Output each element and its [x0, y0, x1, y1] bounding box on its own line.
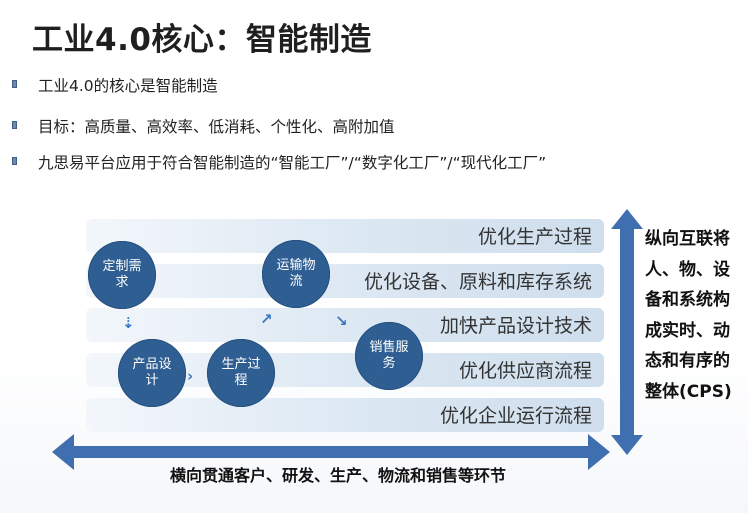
band-production: 优化生产过程 [86, 219, 604, 253]
circle-sales-service: 销售服务 [355, 322, 423, 390]
circle-custom-demand: 定制需求 [88, 241, 156, 309]
band-design: 加快产品设计技术 [86, 308, 604, 342]
bullet-square-icon [12, 80, 17, 88]
bullet-text: 工业4.0的核心是智能制造 [38, 77, 218, 95]
circle-logistics: 运输物流 [262, 240, 330, 308]
band-label: 优化供应商流程 [458, 360, 592, 382]
bullet-square-icon [12, 157, 17, 165]
bullet-square-icon [12, 121, 17, 129]
flow-arrow-icon: ↘ [335, 312, 348, 330]
band-enterprise: 优化企业运行流程 [86, 398, 604, 432]
bullet-text: 九思易平台应用于符合智能制造的“智能工厂”/“数字化工厂”/“现代化工厂” [38, 154, 547, 172]
band-label: 优化生产过程 [477, 226, 592, 248]
vertical-arrow-icon [611, 209, 643, 455]
circle-production: 生产过程 [207, 339, 275, 407]
band-label: 加快产品设计技术 [439, 315, 592, 337]
page-title: 工业4.0核心：智能制造 [32, 22, 372, 58]
horizontal-arrow-icon [52, 434, 610, 470]
flow-arrow-icon: ↗ [260, 310, 273, 328]
circle-product-design: 产品设计 [118, 339, 186, 407]
vertical-arrow-text: 纵向互联将人、物、设备和系统构成实时、动态和有序的整体(CPS) [645, 229, 732, 402]
band-equipment: 优化设备、原料和库存系统 [86, 264, 604, 298]
bullet-text: 目标：高质量、高效率、低消耗、个性化、高附加值 [38, 118, 395, 136]
band-label: 优化企业运行流程 [439, 405, 592, 427]
flow-arrow-icon: › [187, 367, 194, 385]
horizontal-arrow-text: 横向贯通客户、研发、生产、物流和销售等环节 [170, 466, 507, 485]
band-label: 优化设备、原料和库存系统 [363, 271, 592, 293]
flow-arrow-icon: ⇣ [122, 314, 135, 332]
